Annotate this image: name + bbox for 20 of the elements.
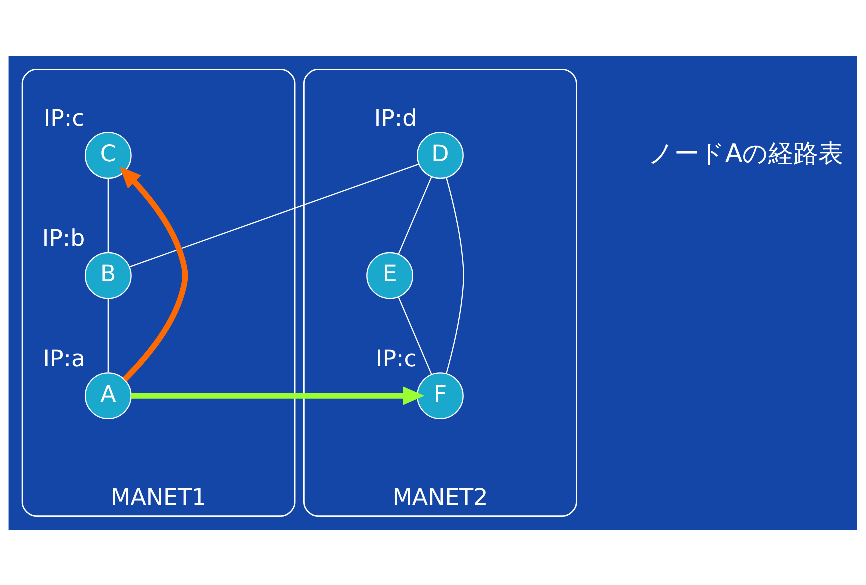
- node-circle: E: [366, 252, 414, 299]
- node-circle: D: [416, 132, 464, 179]
- node-label: IP:a: [43, 346, 86, 372]
- node-label: IP:d: [374, 105, 418, 132]
- node-label: IP:b: [42, 226, 86, 252]
- label: ノードAの経路表: [648, 138, 844, 168]
- connector: [446, 177, 464, 374]
- node-circle: B: [84, 252, 132, 299]
- connector: [130, 163, 420, 268]
- node-circle: A: [84, 372, 132, 420]
- arrow: [120, 166, 188, 382]
- arrow: [131, 386, 425, 405]
- node-label: IP:c: [44, 105, 85, 132]
- connector: [398, 296, 432, 374]
- node-label: IP:c: [376, 346, 417, 372]
- connector: [108, 298, 109, 372]
- connector: [398, 176, 432, 254]
- node-circle: F: [416, 372, 464, 420]
- node-circle: C: [84, 132, 132, 179]
- connector: [108, 178, 109, 252]
